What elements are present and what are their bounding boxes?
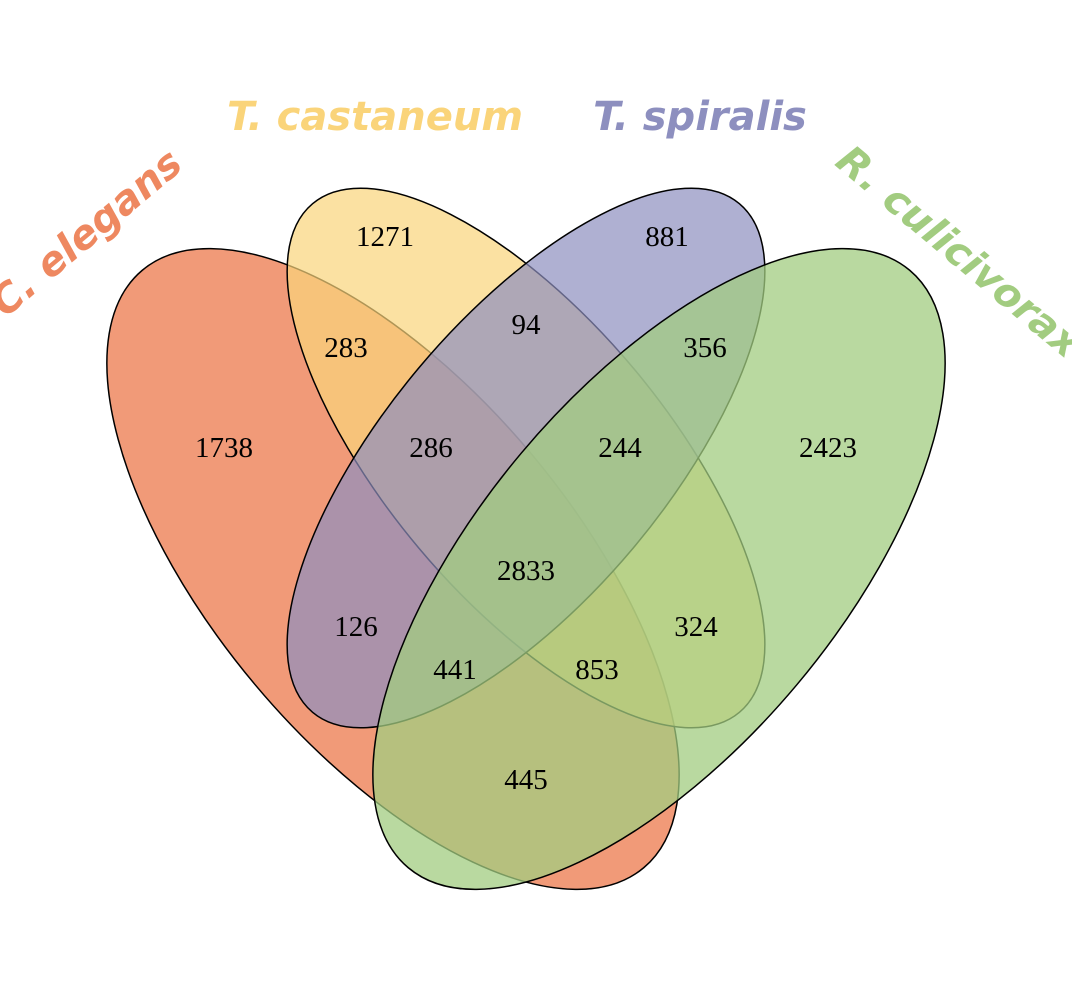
count-all-four: 2833 xyxy=(497,555,555,587)
count-elegans-castaneum-spiralis: 286 xyxy=(409,432,453,464)
set-label-t-spiralis: T. spiralis xyxy=(593,94,807,140)
region-counts: 1271 881 94 283 356 1738 286 244 2423 28… xyxy=(195,221,857,796)
count-t-castaneum-only: 1271 xyxy=(356,221,414,253)
count-castaneum-spiralis-culicivorax: 244 xyxy=(598,432,642,464)
count-r-culicivorax-only: 2423 xyxy=(799,432,857,464)
count-elegans-castaneum-culicivorax: 853 xyxy=(575,654,619,686)
set-ellipses xyxy=(106,187,946,891)
set-ellipse-r-culicivorax xyxy=(372,247,946,891)
count-elegans-castaneum: 283 xyxy=(324,332,368,364)
count-elegans-culicivorax: 445 xyxy=(504,764,548,796)
count-castaneum-culicivorax: 324 xyxy=(674,611,718,643)
count-c-elegans-only: 1738 xyxy=(195,432,253,464)
count-spiralis-culicivorax: 356 xyxy=(683,332,727,364)
set-label-t-castaneum: T. castaneum xyxy=(227,94,523,140)
count-elegans-spiralis: 126 xyxy=(334,611,378,643)
count-elegans-spiralis-culicivorax: 441 xyxy=(433,654,477,686)
count-castaneum-spiralis: 94 xyxy=(512,309,542,341)
count-t-spiralis-only: 881 xyxy=(645,221,689,253)
